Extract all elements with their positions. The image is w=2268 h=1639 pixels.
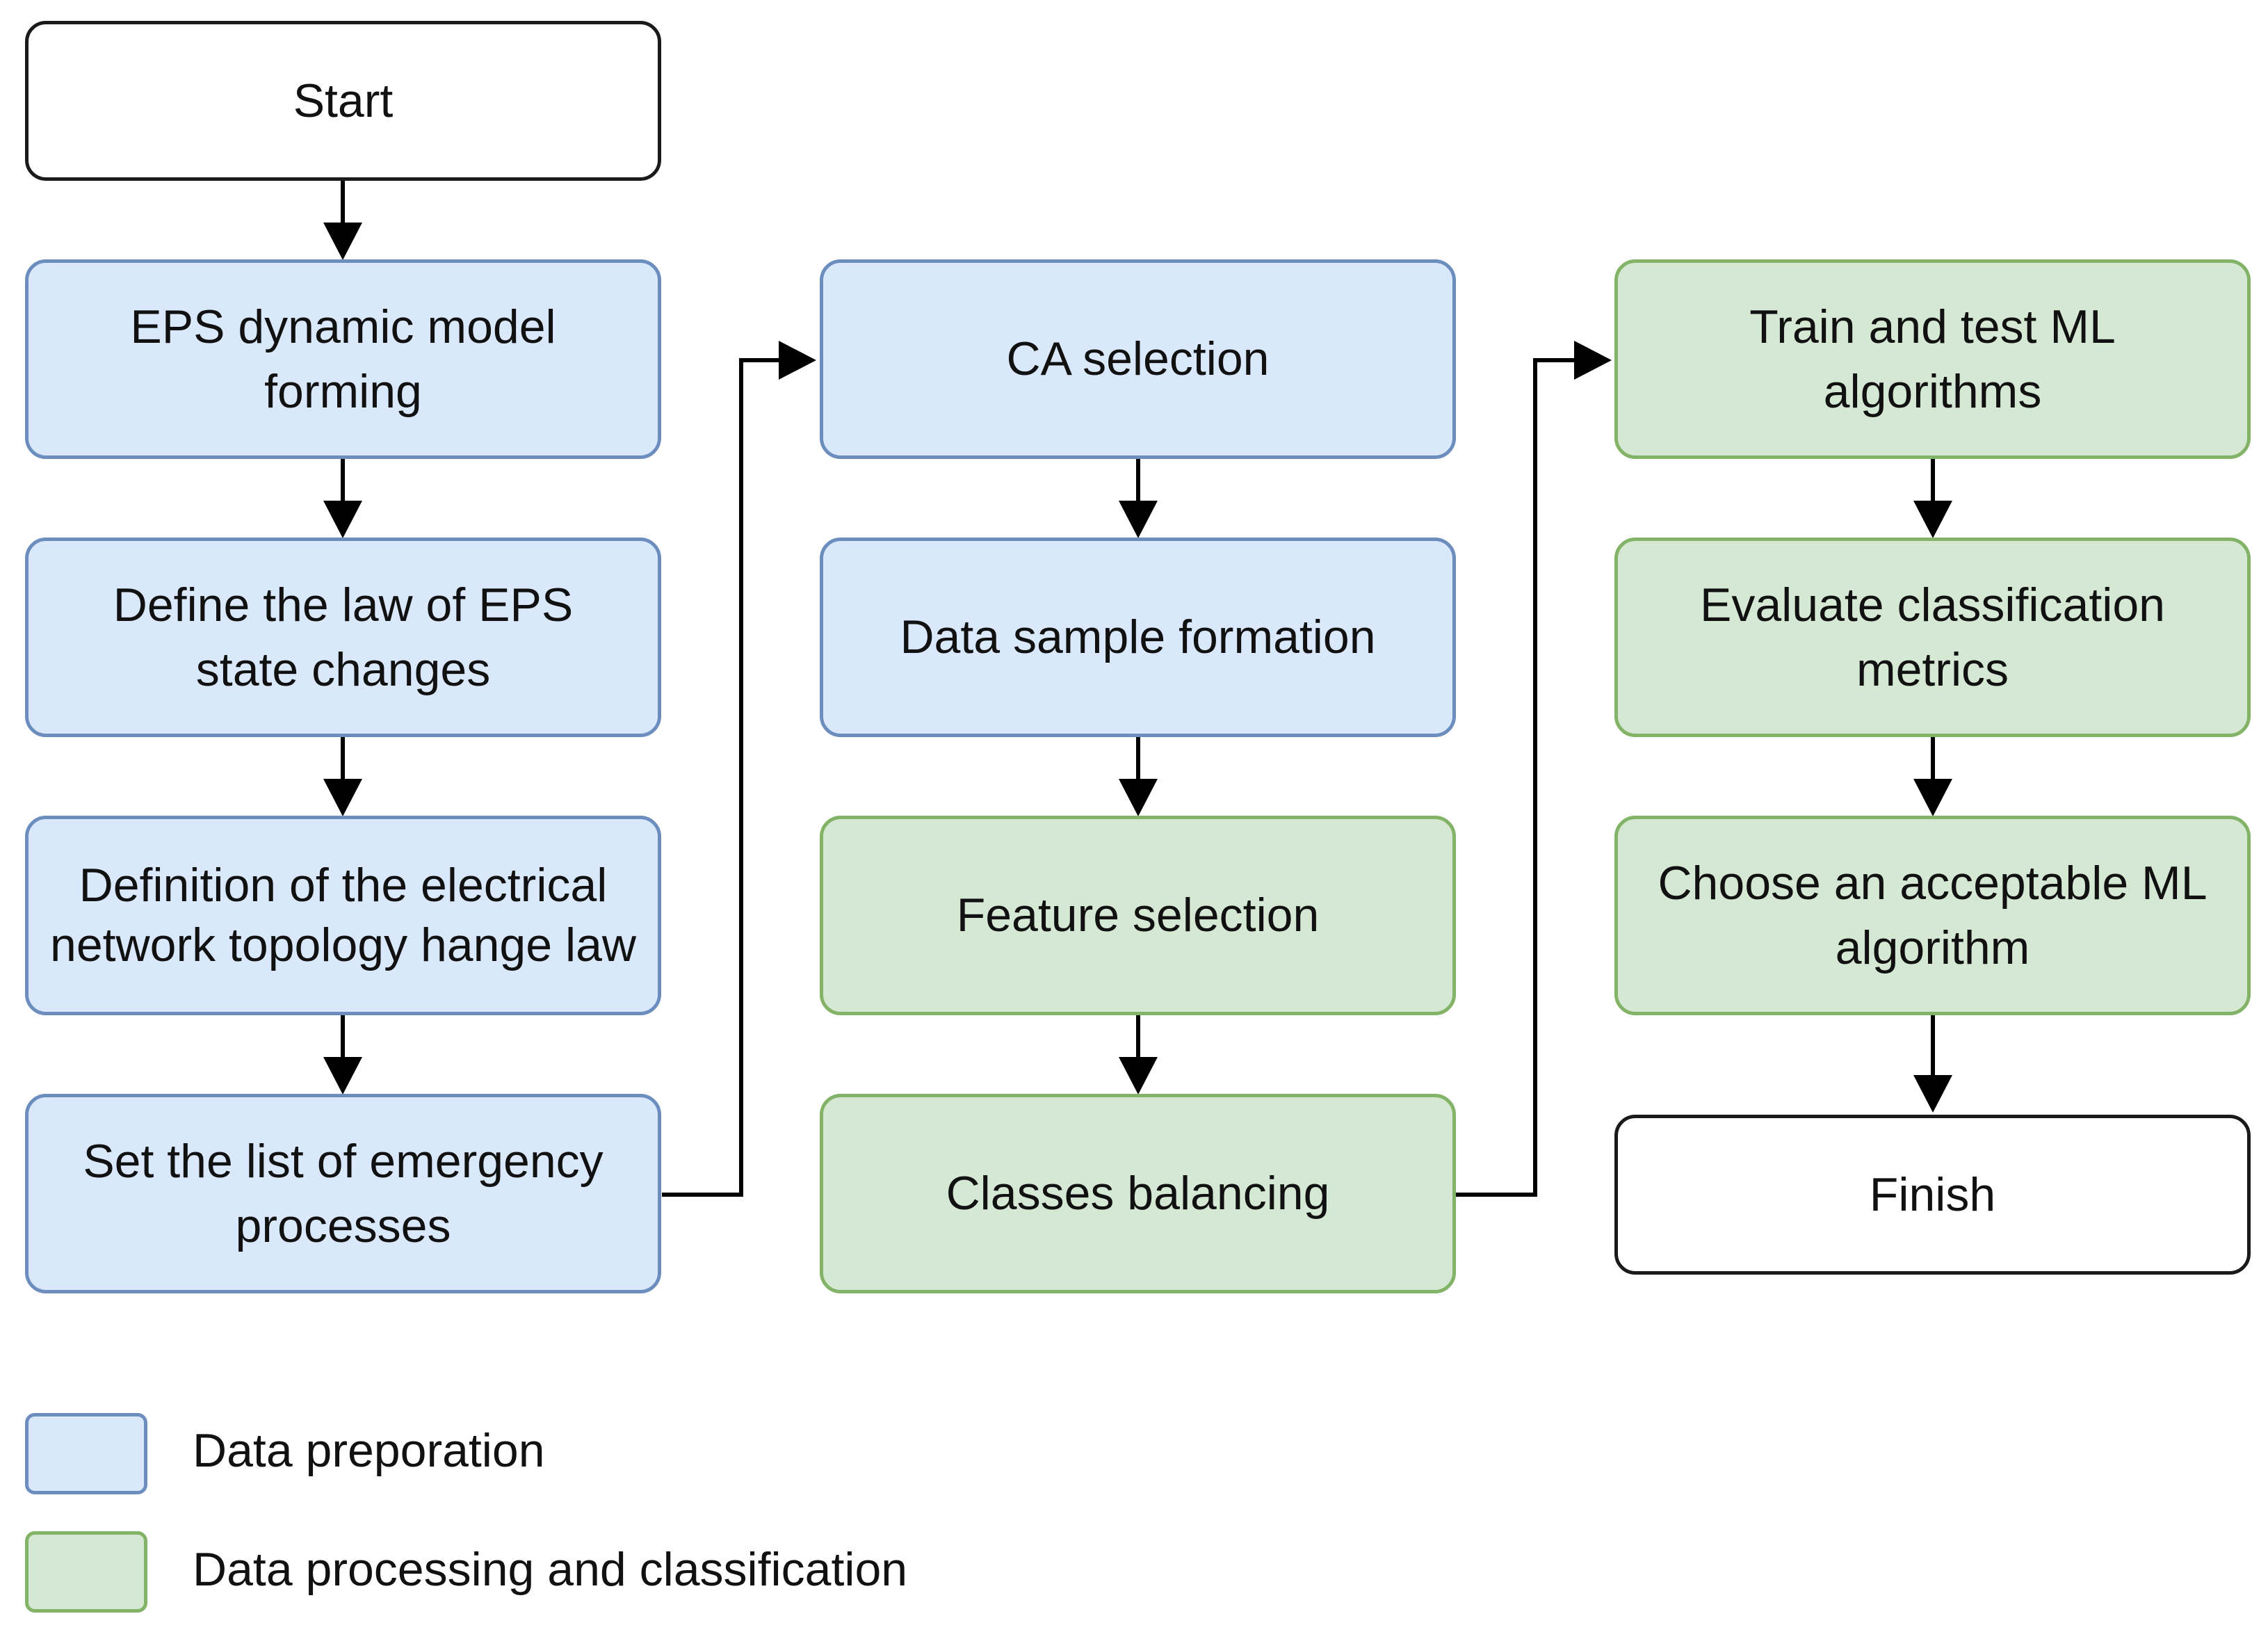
feature-selection-node: Feature selection (820, 816, 1456, 1015)
law-state-node: Define the law of EPS state changes (25, 538, 661, 737)
law-state-node-label: Define the law of EPS state changes (113, 579, 574, 696)
arrowhead-emergency-list (323, 1057, 362, 1095)
arrowhead-feature-selection (1119, 779, 1158, 816)
arrowhead-train-test (1574, 341, 1612, 380)
evaluate-metrics-node-label: Evaluate classification metrics (1699, 579, 2165, 696)
classes-balancing-node-label: Classes balancing (946, 1167, 1330, 1220)
topology-law-node-label: Definition of the electrical network top… (50, 858, 636, 971)
arrow-emergency-list-to-ca-selection (662, 358, 812, 1197)
legend-swatch-proc (25, 1531, 147, 1613)
arrowhead-topology-law (323, 779, 362, 816)
topology-law-node: Definition of the electrical network top… (25, 816, 661, 1015)
legend-label-proc: Data processing and classification (193, 1543, 908, 1596)
start-node: Start (25, 21, 661, 181)
feature-selection-node-label: Feature selection (956, 889, 1320, 942)
arrowhead-law-state (323, 501, 362, 538)
finish-node: Finish (1614, 1115, 2251, 1275)
legend-swatch-prep (25, 1413, 147, 1494)
data-sample-node-label: Data sample formation (900, 611, 1376, 664)
evaluate-metrics-node: Evaluate classification metrics (1614, 538, 2251, 737)
arrowhead-classes-balancing (1119, 1057, 1158, 1095)
arrowhead-evaluate-metrics (1913, 501, 1952, 538)
data-sample-node: Data sample formation (820, 538, 1456, 737)
arrowhead-data-sample (1119, 501, 1158, 538)
start-node-label: Start (293, 74, 394, 127)
finish-node-label: Finish (1869, 1168, 1996, 1221)
arrowhead-eps-model (323, 223, 362, 260)
ca-selection-node-label: CA selection (1006, 332, 1270, 386)
arrowhead-ca-selection (779, 341, 816, 380)
eps-model-node-label: EPS dynamic model forming (130, 300, 556, 418)
emergency-list-node: Set the list of emergency processes (25, 1094, 661, 1293)
arrowhead-finish (1913, 1075, 1952, 1113)
classes-balancing-node: Classes balancing (820, 1094, 1456, 1293)
legend-label-prep: Data preporation (193, 1424, 545, 1477)
arrowhead-choose-algorithm (1913, 779, 1952, 816)
arrow-classes-balancing-to-train-test (1456, 358, 1607, 1197)
emergency-list-node-label: Set the list of emergency processes (83, 1135, 604, 1252)
choose-algorithm-node-label: Choose an acceptable ML algorithm (1658, 857, 2208, 974)
train-test-node-label: Train and test ML algorithms (1749, 300, 2116, 418)
ca-selection-node: CA selection (820, 259, 1456, 459)
train-test-node: Train and test ML algorithms (1614, 259, 2251, 459)
eps-model-node: EPS dynamic model forming (25, 259, 661, 459)
choose-algorithm-node: Choose an acceptable ML algorithm (1614, 816, 2251, 1015)
